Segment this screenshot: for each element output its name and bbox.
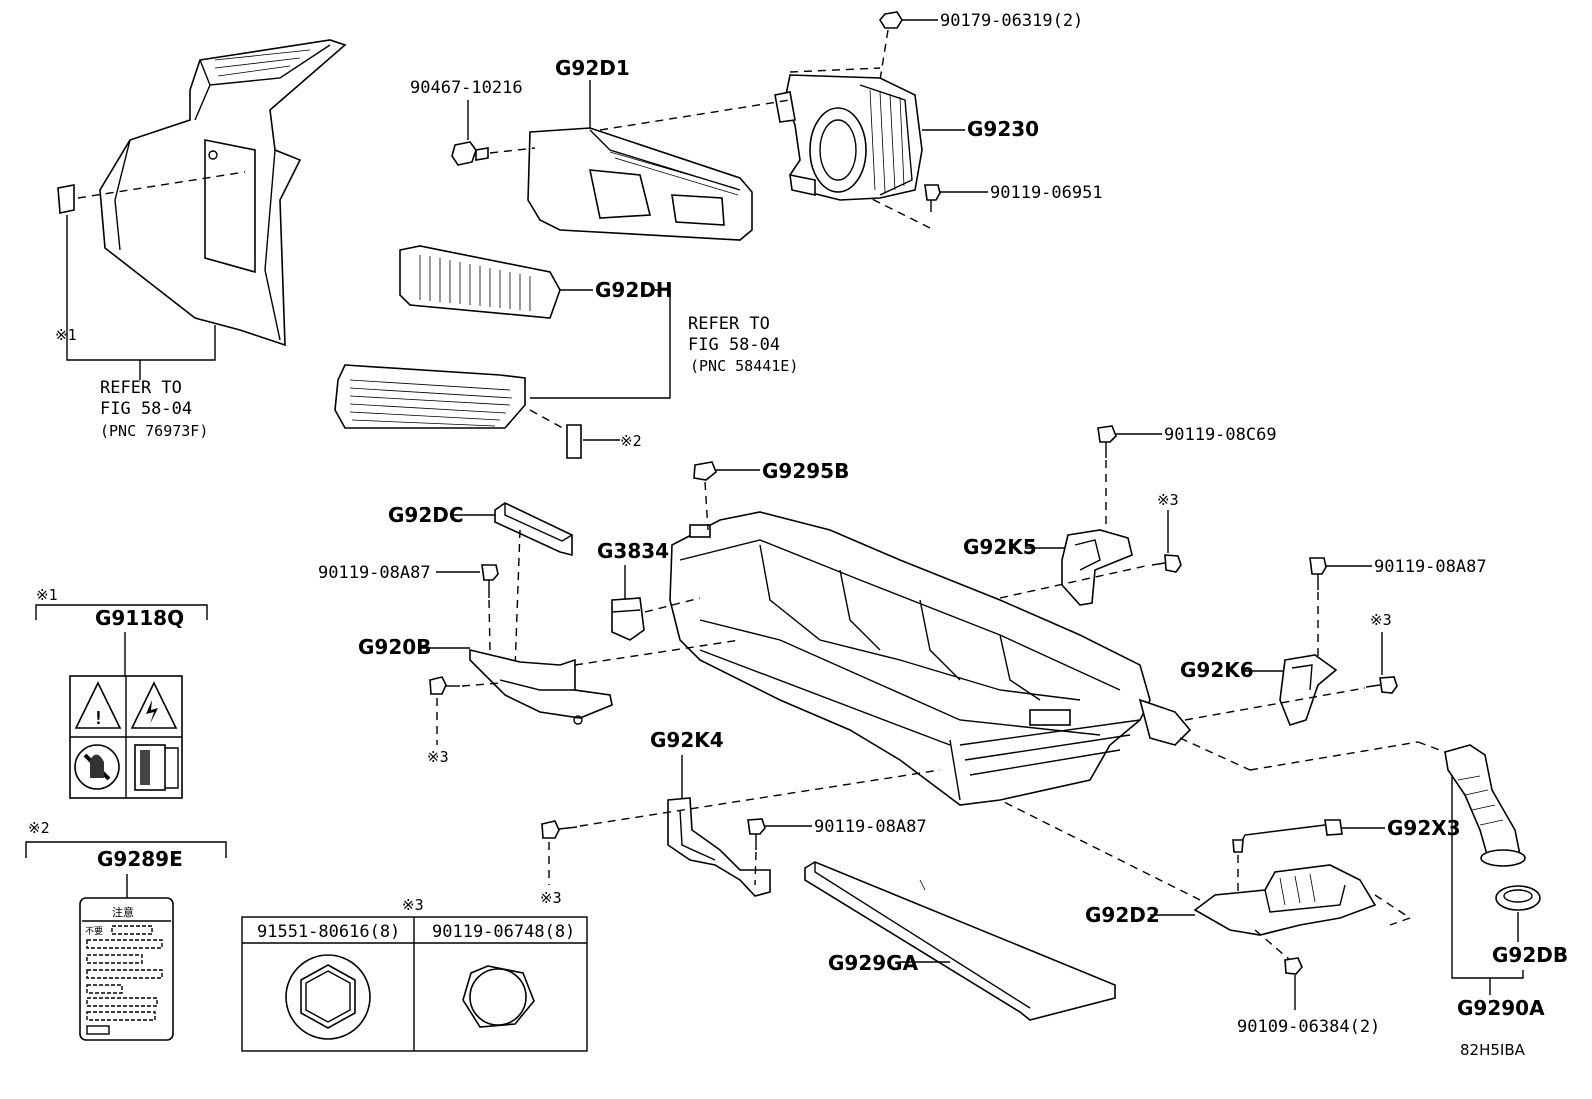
label-g9230: G9230 (967, 117, 1039, 141)
label-line-text: 不要 (85, 926, 103, 937)
bracket-g920b-illustration (469, 648, 613, 725)
filter-case-illustration (334, 364, 526, 429)
label-g92k4: G92K4 (650, 728, 724, 752)
battery-pack-illustration (669, 511, 1192, 806)
bracket-g92k6-illustration (1279, 654, 1338, 726)
battery-hazard-icon (134, 744, 179, 791)
filter-g92dh-illustration (399, 245, 561, 319)
refer-left-line1: REFER TO (100, 378, 182, 398)
mark3-d: ※3 (540, 889, 562, 907)
label-90119-08a87-left: 90119-08A87 (318, 563, 431, 583)
bolt-90119-06951-illustration (924, 184, 941, 212)
mark3-b: ※3 (427, 748, 449, 766)
bolt-90119-08c69-illustration (1097, 425, 1117, 458)
label-g92d1: G92D1 (555, 56, 630, 80)
label-90119-06951: 90119-06951 (990, 183, 1103, 203)
table-col1-header: 91551-80616(8) (257, 922, 400, 942)
hex-nut-icon (285, 954, 371, 1040)
diagram-code: 82H5IBA (1460, 1041, 1526, 1059)
refer-right-line2: FIG 58-04 (688, 335, 780, 355)
clip-90467-illustration (451, 141, 489, 166)
bracket-g92k4-illustration (667, 797, 771, 897)
duct-g92d1-illustration (527, 127, 753, 241)
trim-panel-illustration (99, 39, 347, 347)
label-g3834: G3834 (597, 539, 669, 563)
clip-g9295b-illustration (693, 461, 717, 481)
legend3-mark: ※3 (402, 896, 424, 914)
label-g92x3: G92X3 (1387, 816, 1461, 840)
small-label-left-illustration (57, 171, 246, 214)
high-voltage-icon (130, 681, 178, 729)
refer-left-line2: FIG 58-04 (100, 399, 192, 419)
refer-right-line3: (PNC 58441E) (690, 357, 798, 375)
label-90119-08a87-mid: 90119-08A87 (814, 817, 927, 837)
label-90179-06319: 90179-06319(2) (940, 11, 1083, 31)
label-g92db: G92DB (1492, 943, 1568, 967)
bracket-g3834-illustration (611, 597, 645, 641)
block-g92dc-illustration (494, 502, 573, 557)
hex-bolt-icon (462, 965, 535, 1028)
label-90119-08a87-right: 90119-08A87 (1374, 557, 1487, 577)
legend3: ※3 91551-80616(8) 90119-06748(8) (241, 896, 588, 1052)
label-g92d2: G92D2 (1085, 903, 1160, 927)
label-90109-06384: 90109-06384(2) (1237, 1017, 1380, 1037)
bolt-mark3-a-illustration (1151, 554, 1182, 573)
legend2: ※2 G9289E 注意 不要 (25, 819, 227, 1041)
caution-label-g9289e (79, 897, 174, 1041)
mark3-a: ※3 (1157, 491, 1179, 509)
bolt-mark3-c-illustration (1365, 676, 1398, 694)
caution-icon: ! (74, 681, 122, 729)
bolt-90109-illustration (1284, 957, 1303, 975)
refer-right-line1: REFER TO (688, 314, 770, 334)
grommet-g92db-illustration (1495, 885, 1541, 911)
table-col2-header: 90119-06748(8) (432, 922, 575, 942)
legend1-part: G9118Q (95, 606, 184, 630)
hose-g9290a-illustration (1444, 744, 1526, 867)
plate-g929ga-illustration (804, 861, 1116, 1021)
label-g9290a: G9290A (1457, 996, 1545, 1020)
mark1-left: ※1 (55, 326, 77, 344)
label-g929ga: G929GA (828, 951, 919, 975)
duct-g92d2-illustration (1193, 864, 1377, 936)
small-label-2-illustration (566, 424, 582, 459)
bolt-mark3-d-illustration (541, 820, 578, 839)
bolt-90119-08a87-mid-illustration (747, 818, 766, 850)
label-g920b: G920B (358, 635, 431, 659)
mark3-c: ※3 (1370, 611, 1392, 629)
blower-fan-g9230-illustration (774, 74, 923, 201)
svg-text:!: ! (93, 708, 104, 729)
legend2-part: G9289E (97, 847, 183, 871)
bracket-g92k5-illustration (1061, 529, 1133, 606)
label-g9295b: G9295B (762, 459, 849, 483)
mark2-filter: ※2 (620, 432, 642, 450)
bolt-g920b-illustration (429, 676, 460, 695)
refer-left-line3: (PNC 76973F) (100, 422, 208, 440)
bolt-90119-08a87-left-illustration (481, 564, 499, 598)
nut-90179-illustration (879, 11, 903, 29)
label-90119-08c69: 90119-08C69 (1164, 425, 1277, 445)
label-g92k6: G92K6 (1180, 658, 1254, 682)
no-touch-icon (74, 744, 120, 790)
sensor-g92x3-illustration (1232, 819, 1343, 853)
legend1-mark: ※1 (36, 586, 58, 604)
bolt-90119-08a87-right-illustration (1309, 557, 1327, 590)
label-g92k5: G92K5 (963, 535, 1037, 559)
label-90467-10216: 90467-10216 (410, 78, 523, 98)
legend2-mark: ※2 (28, 819, 50, 837)
legend1: ※1 G9118Q ! (35, 586, 208, 799)
label-header-text: 注意 (112, 905, 134, 919)
